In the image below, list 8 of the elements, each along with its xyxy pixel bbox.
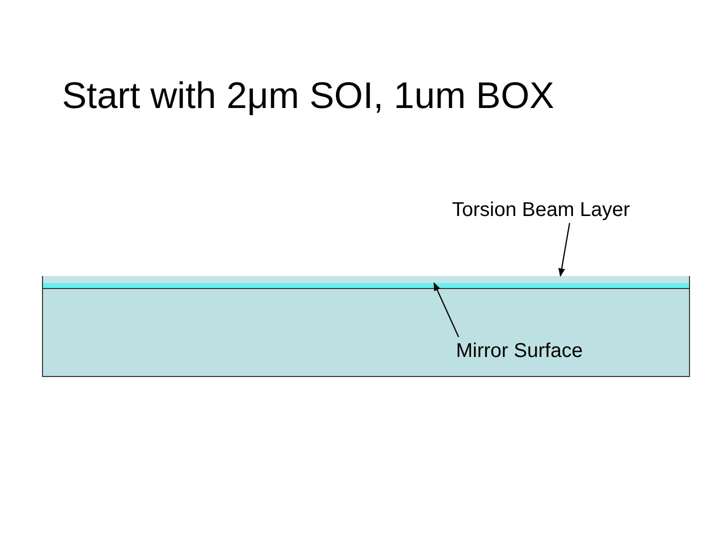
layer-bar [42, 276, 690, 283]
substrate-block [42, 288, 690, 377]
callout-label: Torsion Beam Layer [452, 197, 692, 223]
callout-label: Mirror Surface [456, 338, 636, 364]
slide-title: Start with 2μm SOI, 1um BOX [62, 74, 554, 118]
leader-line [434, 282, 460, 338]
leader-line [558, 222, 570, 277]
layer-bar [42, 283, 690, 288]
